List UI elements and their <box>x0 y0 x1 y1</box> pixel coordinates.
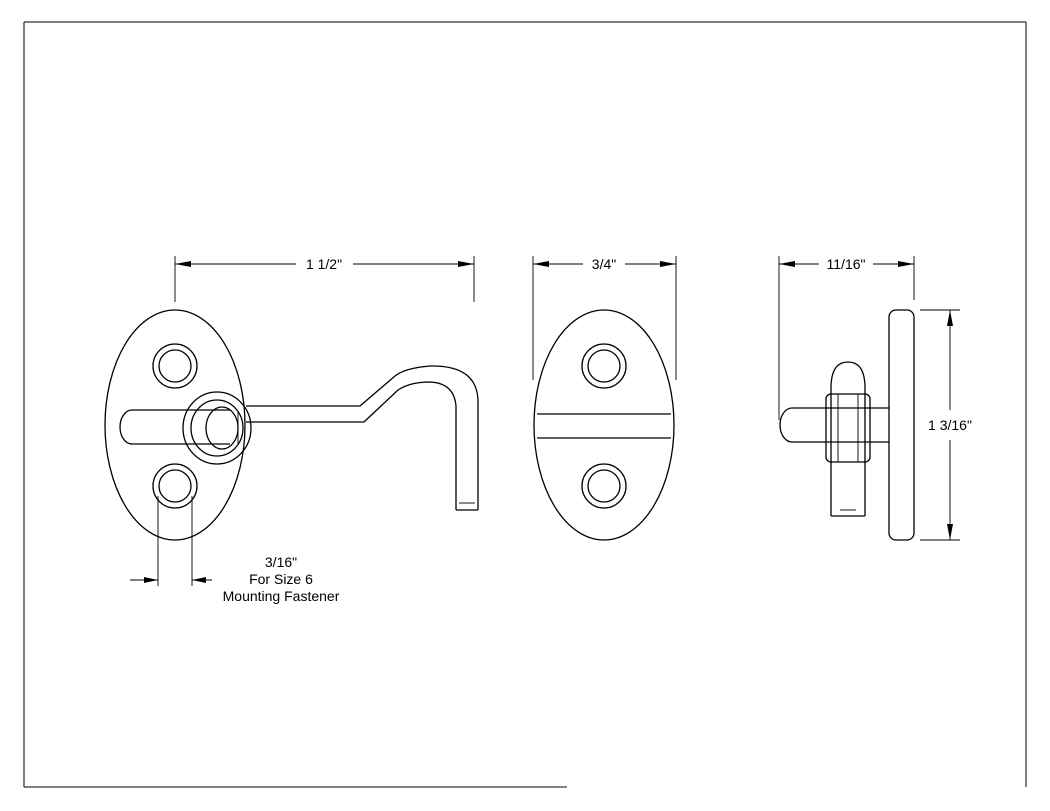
mounting-hole-top <box>152 343 198 389</box>
eye-plate-outline <box>533 309 675 541</box>
dimension-depth-side: 11/16" <box>778 256 915 420</box>
side-plate-profile <box>888 309 915 541</box>
side-swivel-collar <box>825 393 871 463</box>
dimension-height-side: 1 3/16" <box>920 309 972 541</box>
dimension-width-eye: 3/4" <box>532 256 677 380</box>
front-view-hook <box>104 309 479 541</box>
dimension-label-hole-size: 3/16" <box>265 554 297 570</box>
dimension-width-hook: 1 1/2" <box>174 256 475 302</box>
dimension-hole-size: 3/16" For Size 6 Mounting Fastener <box>130 496 340 604</box>
side-hook-loop <box>830 361 866 516</box>
dimension-label-width-hook: 1 1/2" <box>306 256 342 272</box>
dimension-label-width-eye: 3/4" <box>592 256 616 272</box>
fastener-note-line2: Mounting Fastener <box>223 588 340 604</box>
center-view-eye-plate <box>533 309 675 541</box>
side-view <box>779 309 915 541</box>
dimension-label-depth-side: 11/16" <box>827 256 866 272</box>
side-pin <box>779 407 889 443</box>
fastener-note-line1: For Size 6 <box>249 571 313 587</box>
base-plate-outline <box>104 309 246 541</box>
hook-shaft <box>246 365 479 511</box>
drawing-frame <box>23 21 1027 788</box>
eye-plate-hole-bottom <box>581 463 627 509</box>
dimension-label-height-side: 1 3/16" <box>928 417 972 433</box>
mounting-hole-bottom <box>152 463 198 509</box>
swivel-eye <box>182 391 252 465</box>
eye-plate-hole-top <box>581 343 627 389</box>
